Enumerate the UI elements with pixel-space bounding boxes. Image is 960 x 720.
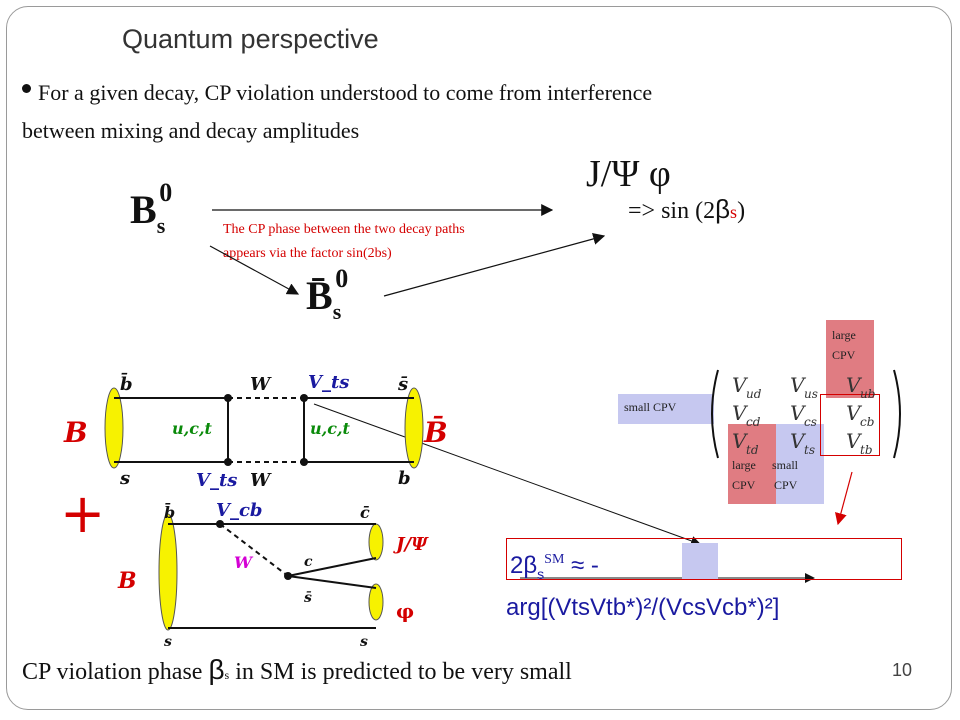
svg-text:ts: ts [804,443,815,457]
bsbar-label: B̄s0 [306,264,349,324]
formula-line1: 2βsSM ≈ - [510,552,599,582]
svg-text:B: B [63,416,88,449]
svg-text:V: V [846,373,863,397]
slide-title: Quantum perspective [122,24,379,54]
svg-text:s: s [119,468,130,489]
feynman-diagrams: b̄ s̄ s b W W V_ts V_ts u,c,t u,c,t B B̄… [60,372,448,650]
svg-text:c: c [304,554,313,570]
svg-text:td: td [746,443,759,457]
s-bar-label: s̄ [397,374,408,395]
bullet-text-line2: between mixing and decay amplitudes [22,118,360,143]
bs-left-blob [104,387,124,469]
svg-text:V: V [846,401,863,425]
svg-text:W: W [250,374,272,395]
svg-text:B̄: B̄ [423,415,448,449]
page-number: 10 [892,660,913,680]
svg-text:V: V [790,429,807,453]
cpv-label-bottom2: CPV [774,478,798,492]
svg-text:J/Ψ: J/Ψ [393,534,429,555]
vcb-vtb-box [820,394,880,456]
large-label-top: large [832,328,856,342]
svg-text:tb: tb [860,443,873,457]
result-label: => sin (2βs) [628,194,746,224]
svg-text:W: W [250,470,272,491]
small-cpv-bottom-highlight [776,424,824,504]
svg-text:V: V [732,401,749,425]
final-state-label: J/Ψ φ [586,153,671,195]
formula-line2: arg[(VtsVtb*)²/(VcsVcb*)²] [506,594,780,621]
svg-text:u,c,t: u,c,t [172,419,213,438]
svg-text:s̄: s̄ [304,590,312,606]
svg-text:ub: ub [860,387,875,401]
mixed-decay-arrow [383,233,606,297]
large-cpv-top-highlight [826,320,874,398]
svg-text:V_ts: V_ts [196,470,237,491]
small-label-bottom: small [772,458,798,472]
small-cpv-left-highlight [618,394,714,424]
svg-text:V: V [790,373,807,397]
svg-text:V: V [790,401,807,425]
mixing-arrow [209,245,300,295]
svg-text:ud: ud [746,387,762,401]
formula-highlight [682,543,718,579]
svg-text:u,c,t: u,c,t [310,419,351,438]
bs-right-blob [404,387,424,469]
svg-text:V_cb: V_cb [216,500,263,521]
svg-text:B: B [117,568,137,594]
small-cpv-label: small CPV [624,400,677,414]
b-bar-label: b̄ [120,373,133,395]
large-label-bottom: large [732,458,756,472]
cpv-label-bottom1: CPV [732,478,756,492]
svg-text:s: s [360,634,368,650]
formula-box [506,538,902,580]
svg-text:V: V [732,429,749,453]
svg-text:V_ts: V_ts [308,372,349,393]
bottom-statement: CP violation phase βs in SM is predicted… [22,654,572,685]
svg-text:s: s [164,634,172,650]
svg-text:cs: cs [804,415,817,429]
cpv-label-top: CPV [832,348,856,362]
plus-sign: + [60,482,105,545]
red-pointer-arrow [835,471,853,526]
svg-text:φ: φ [396,599,414,623]
svg-text:cb: cb [860,415,874,429]
bs-label: Bs0 [130,178,173,238]
svg-text:V: V [732,373,749,397]
slide-frame [6,6,952,710]
svg-text:b̄: b̄ [164,502,175,522]
svg-text:V: V [846,429,863,453]
svg-text:b: b [398,468,411,489]
large-cpv-bottom-highlight [728,424,776,504]
svg-text:us: us [804,387,818,401]
svg-text:c̄: c̄ [360,503,370,522]
bullet-text-line1: For a given decay, CP violation understo… [38,80,653,105]
note-line1: The CP phase between the two decay paths [223,222,465,237]
note-line2: appears via the factor sin(2bs) [223,246,392,261]
svg-text:W: W [234,553,254,572]
svg-text:cd: cd [746,415,761,429]
bullet-dot [22,84,31,93]
vts-pointer-arrow [313,403,701,546]
